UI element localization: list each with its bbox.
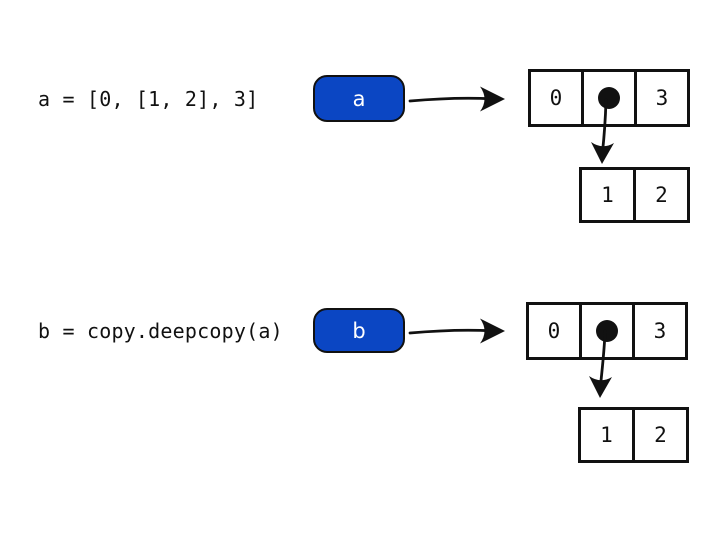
list-cell: 0 (529, 305, 579, 357)
inner-list-box-b: 1 2 (578, 407, 689, 463)
inner-list-box-a: 1 2 (579, 167, 690, 223)
right-arrow-icon (408, 86, 505, 112)
list-cell: 1 (582, 170, 633, 220)
variable-label: a (352, 86, 366, 111)
list-cell: 2 (633, 170, 687, 220)
list-cell: 2 (632, 410, 686, 460)
list-cell: 0 (531, 72, 581, 124)
list-cell-pointer (581, 72, 634, 124)
pointer-dot-icon (596, 320, 618, 342)
right-arrow-icon (408, 318, 505, 344)
outer-list-box-a: 0 3 (528, 69, 690, 127)
variable-box-a: a (313, 75, 405, 122)
outer-list-box-b: 0 3 (526, 302, 688, 360)
list-cell: 3 (634, 72, 687, 124)
list-cell: 3 (632, 305, 685, 357)
variable-box-b: b (313, 308, 405, 353)
pointer-dot-icon (598, 87, 620, 109)
code-expression-b: b = copy.deepcopy(a) (38, 319, 283, 343)
variable-label: b (352, 318, 366, 343)
code-expression-a: a = [0, [1, 2], 3] (38, 87, 259, 111)
list-cell-pointer (579, 305, 632, 357)
list-cell: 1 (581, 410, 632, 460)
